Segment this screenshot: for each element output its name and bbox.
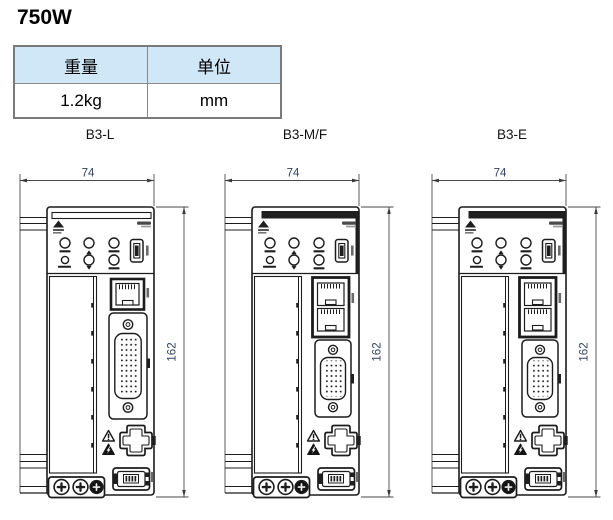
- height-dimension: 162: [167, 342, 179, 361]
- spec-header-weight: 重量: [13, 45, 148, 84]
- drawing-label-b3-e: B3-E: [496, 127, 527, 142]
- drawing-label-b3-mf: B3-M/F: [282, 127, 328, 142]
- ground-terminal-screws: [459, 476, 518, 499]
- bottom-connector: [317, 467, 360, 491]
- page-title: 750W: [17, 6, 72, 29]
- drawing-label-b3-l: B3-L: [85, 127, 115, 142]
- bottom-connector: [524, 467, 567, 491]
- spec-value-weight: 1.2kg: [13, 83, 148, 119]
- ground-terminal-screws: [47, 476, 106, 499]
- height-dimension: 162: [372, 342, 384, 361]
- top-vent-slot: [51, 211, 152, 220]
- cn1-io-connector: [108, 312, 151, 420]
- dual-rj45-connector: [518, 276, 563, 339]
- width-dimension: 74: [287, 168, 300, 180]
- drawing-b3-e: 74 162: [431, 168, 601, 499]
- cn1-io-connector: [521, 339, 562, 418]
- bottom-connector: [112, 467, 155, 491]
- drawing-b3-mf: 74 162: [224, 168, 394, 499]
- spec-header-unit: 单位: [147, 45, 282, 84]
- drawing-b3-l: 74 162: [19, 168, 189, 499]
- cn1-io-connector: [314, 339, 355, 418]
- ground-terminal-screws: [252, 476, 311, 499]
- rj45-connector: [109, 277, 151, 311]
- spec-table: 重量 单位 1.2kg mm: [13, 45, 282, 119]
- width-dimension: 74: [494, 168, 507, 180]
- spec-value-unit: mm: [147, 83, 282, 119]
- height-dimension: 162: [579, 342, 591, 361]
- width-dimension: 74: [82, 168, 95, 180]
- dual-rj45-connector: [311, 276, 356, 339]
